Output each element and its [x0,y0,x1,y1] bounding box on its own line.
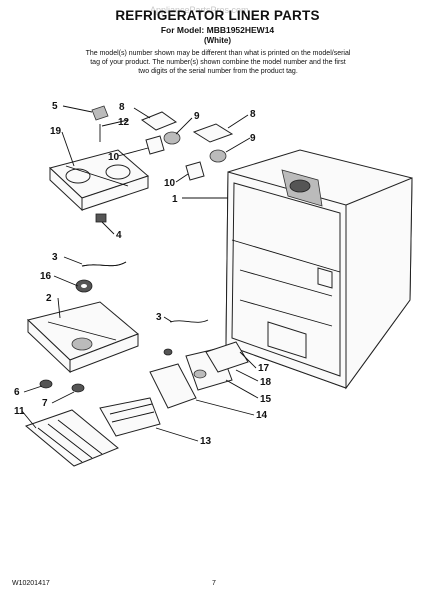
callout-6: 6 [14,387,20,398]
leader-lines [21,105,259,442]
callout-3-lower: 3 [156,312,162,323]
lower-housing-part-2 [26,301,139,374]
model-note: The model(s) number shown may be differe… [85,50,351,75]
callout-15: 15 [260,394,272,405]
callout-16: 16 [40,271,52,282]
top-housing-part-19 [48,105,149,223]
callout-11: 11 [14,406,25,417]
watermark: AppliancePartsPros.com [150,5,249,15]
document-number: W10201417 [12,580,50,587]
liner-part-1 [225,149,413,390]
callout-13: 13 [200,436,212,447]
callout-8-upper: 8 [119,102,125,113]
callout-labels: 5 8 12 9 8 19 9 10 10 1 4 3 16 2 3 17 18… [14,101,272,447]
drawer-assembly [149,341,249,409]
tube-part-3-upper [81,261,127,267]
callout-10-lower: 10 [164,178,176,189]
callout-4: 4 [116,230,122,241]
callout-9-lower: 9 [250,133,256,144]
page-title: REFRIGERATOR LINER PARTS [115,8,320,23]
callout-9-upper: 9 [194,111,200,122]
callout-1: 1 [172,194,178,205]
light-housing-lower [185,123,234,181]
callout-12: 12 [118,117,130,128]
color-line: (White) [203,36,232,45]
callout-2: 2 [46,293,52,304]
page-number: 7 [212,580,216,587]
callout-18: 18 [260,377,272,388]
tube-part-3-lower [169,319,209,323]
part-16 [75,279,93,293]
crisper-cover-part-13 [99,397,161,437]
light-housing-upper [140,111,181,155]
part-6 [39,379,53,389]
callout-19: 19 [50,126,62,137]
callout-17: 17 [258,363,270,374]
callout-10-upper: 10 [108,152,120,163]
duct-part-11 [25,409,119,467]
callout-7: 7 [42,398,48,409]
callout-3-upper: 3 [52,252,58,263]
model-line: For Model: MBB1952HEW14 [160,25,275,35]
part-7 [71,383,85,393]
callout-5: 5 [52,101,58,112]
callout-8-lower: 8 [250,109,256,120]
callout-14: 14 [256,410,268,421]
